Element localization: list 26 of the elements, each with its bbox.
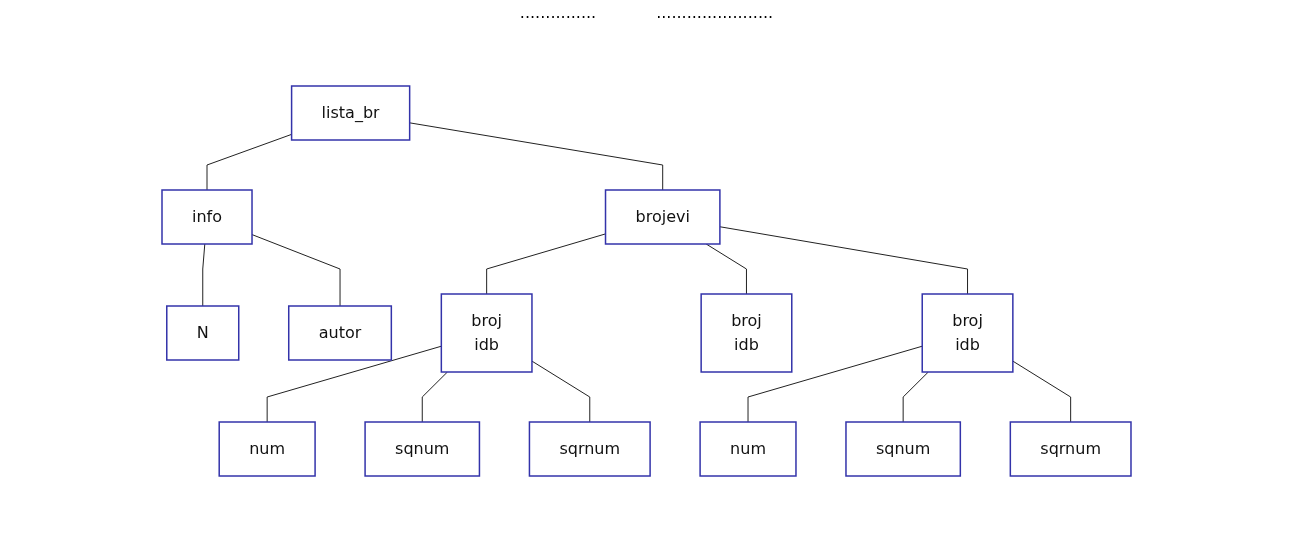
node-box: sqrnum [528,421,651,477]
node-box: autor [288,305,393,361]
node-box: num [218,421,316,477]
connector [421,371,448,423]
node-box: broj idb [440,293,533,373]
connector [486,233,606,295]
connector [531,360,591,423]
node-box: broj idb [700,293,793,373]
node-box: sqnum [845,421,962,477]
node-box: brojevi [604,189,721,245]
node-box: sqnum [364,421,481,477]
node-box: sqrnum [1009,421,1132,477]
connector [719,226,969,295]
connector [266,345,442,423]
node-box: N [166,305,240,361]
node-box: info [161,189,253,245]
node-box: broj idb [921,293,1014,373]
connector [902,371,929,423]
node-box: lista_br [290,85,411,141]
connector [202,243,206,307]
connector [409,122,664,191]
node-box: num [699,421,797,477]
connector [1012,360,1072,423]
connector [747,345,923,423]
ellipsis-text: ....................... [656,2,774,22]
ellipsis-text: ............... [519,2,597,22]
